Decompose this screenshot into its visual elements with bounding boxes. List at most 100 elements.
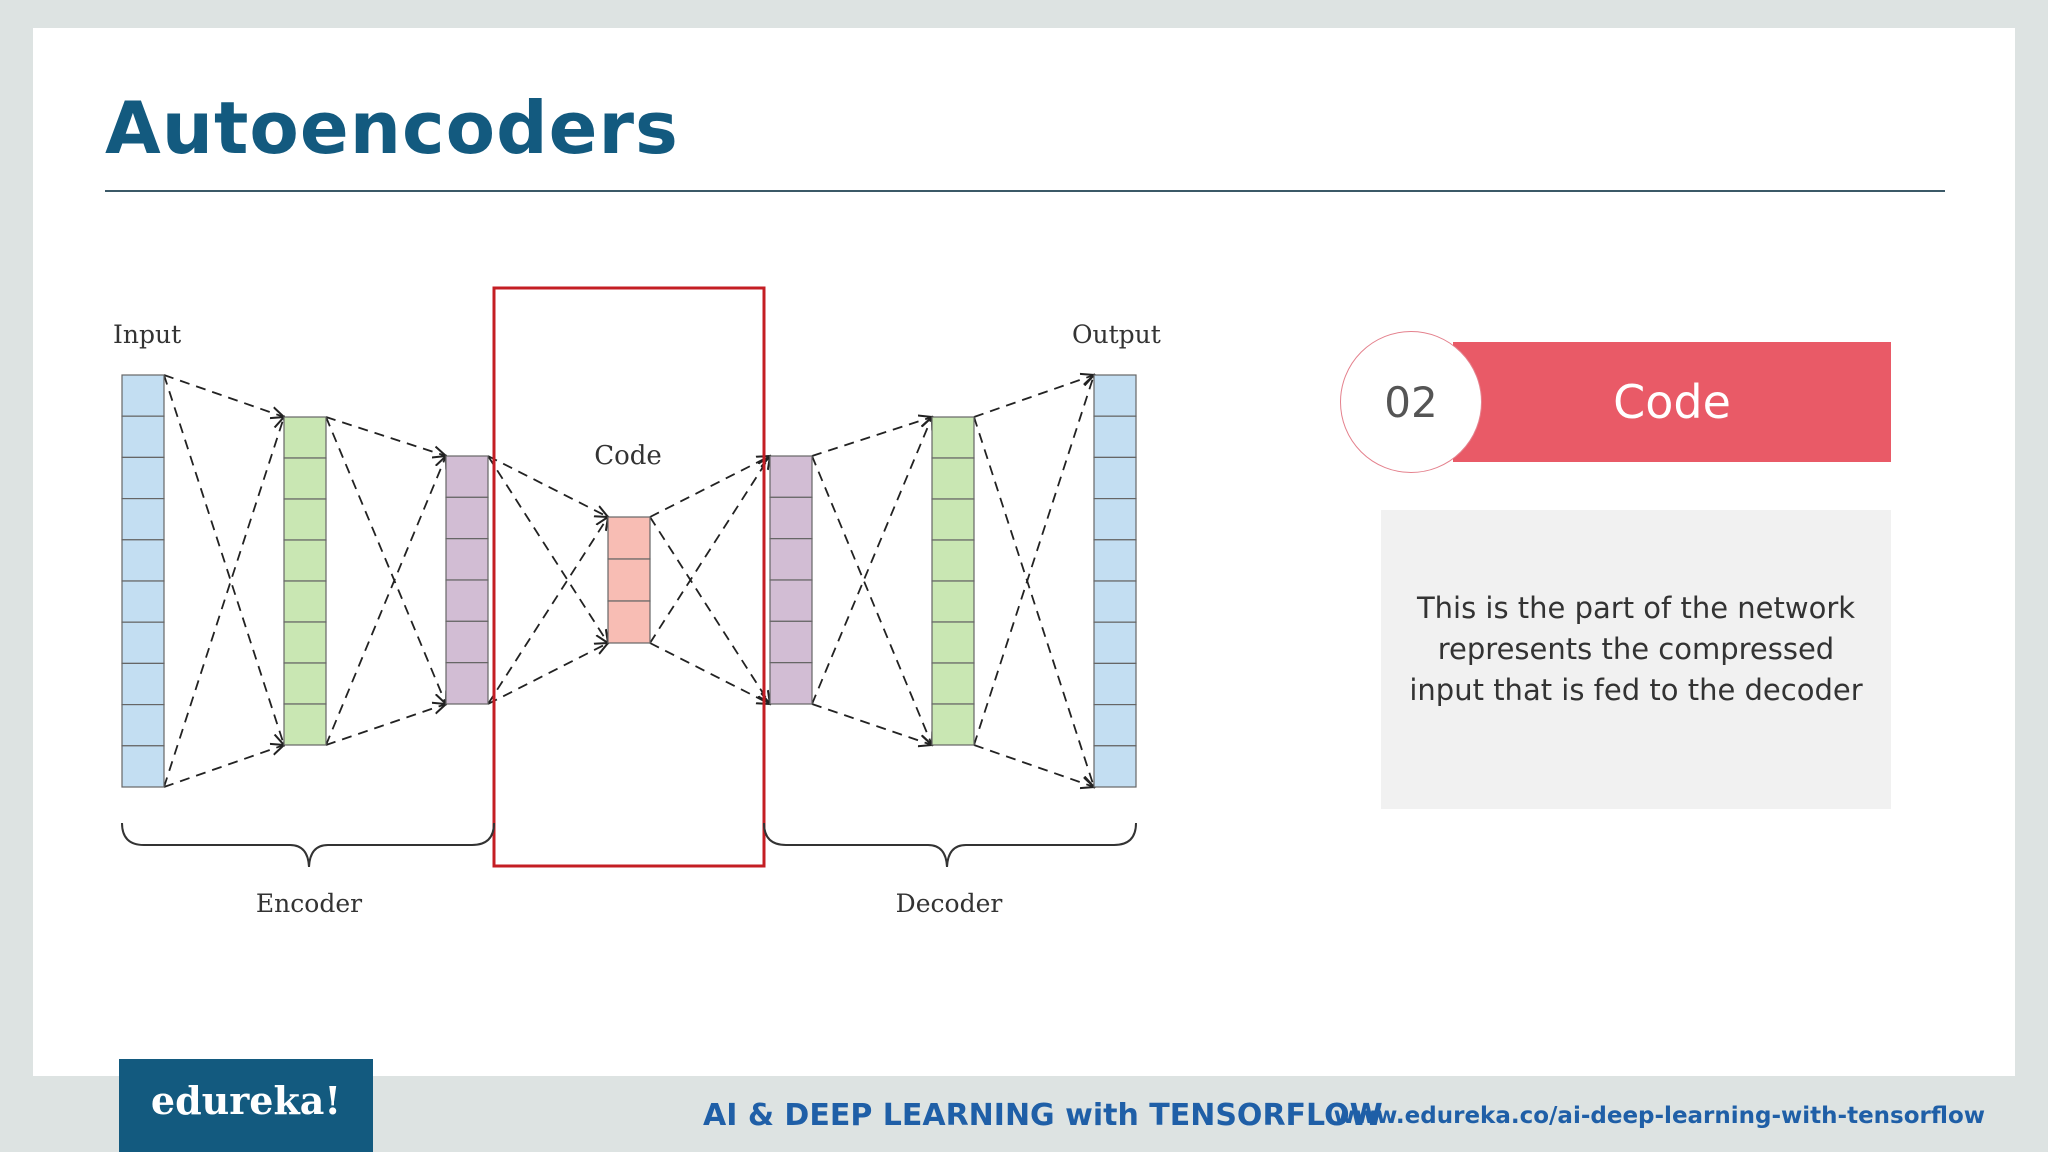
unit-cell	[121, 539, 165, 582]
unit-cell	[121, 745, 165, 788]
unit-cell	[769, 620, 813, 664]
unit-cell	[121, 621, 165, 665]
connection-line	[649, 456, 770, 644]
slide-panel: Autoencoders 02 Code This is the part of…	[33, 28, 2015, 1076]
connection-line	[325, 704, 446, 746]
unit-cell	[121, 456, 165, 500]
connection-line	[487, 643, 608, 705]
connection-line	[163, 374, 284, 417]
unit-cell	[607, 600, 651, 644]
logo-text: edureka!	[150, 1078, 342, 1123]
unit-cell	[1093, 539, 1137, 582]
unit-cell	[121, 703, 165, 747]
unit-cell	[1093, 580, 1137, 623]
unit-cell	[445, 455, 489, 498]
input-label: Input	[113, 320, 181, 349]
connection-line	[325, 416, 446, 456]
unit-cell	[283, 621, 327, 664]
layer-output	[1093, 374, 1137, 788]
network-layers	[121, 374, 1137, 788]
encoder-label: Encoder	[256, 889, 362, 918]
unit-cell	[931, 416, 975, 459]
unit-cell	[121, 415, 165, 459]
connection-line	[163, 417, 284, 788]
unit-cell	[1093, 415, 1137, 459]
unit-cell	[121, 662, 165, 706]
connection-lines	[163, 374, 1094, 788]
unit-cell	[121, 498, 165, 541]
connection-line	[973, 375, 1094, 746]
unit-cell	[283, 457, 327, 500]
code-label: Code	[594, 441, 662, 471]
title-divider	[105, 190, 1945, 192]
course-url[interactable]: www.edureka.co/ai-deep-learning-with-ten…	[1333, 1103, 1985, 1129]
decoder-brace	[763, 822, 1137, 868]
connection-line	[163, 374, 284, 745]
edureka-logo: edureka!	[119, 1059, 373, 1152]
connection-line	[649, 516, 770, 704]
encoder-brace	[121, 822, 495, 868]
slide-title: Autoencoders	[105, 86, 679, 170]
unit-cell	[931, 621, 975, 664]
layer-code	[607, 516, 651, 644]
unit-cell	[283, 580, 327, 623]
unit-cell	[445, 662, 489, 705]
code-highlight-box	[492, 286, 766, 868]
unit-cell	[1093, 745, 1137, 788]
unit-cell	[931, 703, 975, 746]
unit-cell	[283, 498, 327, 541]
description-text: This is the part of the network represen…	[1409, 591, 1863, 707]
connection-line	[487, 517, 608, 705]
unit-cell	[121, 374, 165, 417]
connection-line	[325, 456, 446, 746]
connection-line	[811, 455, 932, 745]
unit-cell	[769, 538, 813, 581]
unit-cell	[931, 498, 975, 541]
output-label: Output	[1072, 320, 1161, 349]
unit-cell	[445, 496, 489, 540]
unit-cell	[283, 703, 327, 746]
unit-cell	[1093, 374, 1137, 417]
unit-cell	[121, 580, 165, 623]
section-number-badge: 02	[1340, 331, 1482, 473]
unit-cell	[769, 579, 813, 622]
unit-cell	[931, 457, 975, 500]
layer-decoder-bottleneck	[769, 455, 813, 705]
unit-cell	[931, 580, 975, 623]
unit-cell	[283, 416, 327, 459]
unit-cell	[769, 662, 813, 705]
connection-line	[811, 417, 932, 457]
unit-cell	[1093, 662, 1137, 706]
unit-cell	[769, 496, 813, 540]
connection-line	[973, 744, 1094, 787]
unit-cell	[931, 662, 975, 705]
unit-cell	[283, 539, 327, 582]
connection-line	[811, 417, 932, 705]
decoder-label: Decoder	[896, 889, 1003, 918]
connection-line	[811, 703, 932, 745]
unit-cell	[1093, 456, 1137, 500]
connection-line	[325, 416, 446, 704]
unit-cell	[607, 558, 651, 602]
connection-line	[163, 745, 284, 788]
unit-cell	[445, 620, 489, 664]
layer-input	[121, 374, 165, 788]
unit-cell	[1093, 498, 1137, 541]
layer-encoder-bottleneck	[445, 455, 489, 705]
unit-cell	[607, 516, 651, 560]
connection-line	[487, 455, 608, 643]
description-box: This is the part of the network represen…	[1381, 510, 1891, 809]
connection-line	[487, 455, 608, 517]
connection-line	[973, 416, 1094, 787]
course-title: AI & DEEP LEARNING with TENSORFLOW	[703, 1098, 1383, 1133]
layer-encoder-hidden	[283, 416, 327, 746]
unit-cell	[445, 579, 489, 622]
unit-cell	[445, 538, 489, 581]
unit-cell	[769, 455, 813, 498]
layer-decoder-hidden	[931, 416, 975, 746]
connection-line	[649, 642, 770, 704]
unit-cell	[283, 662, 327, 705]
unit-cell	[1093, 621, 1137, 665]
unit-cell	[931, 539, 975, 582]
